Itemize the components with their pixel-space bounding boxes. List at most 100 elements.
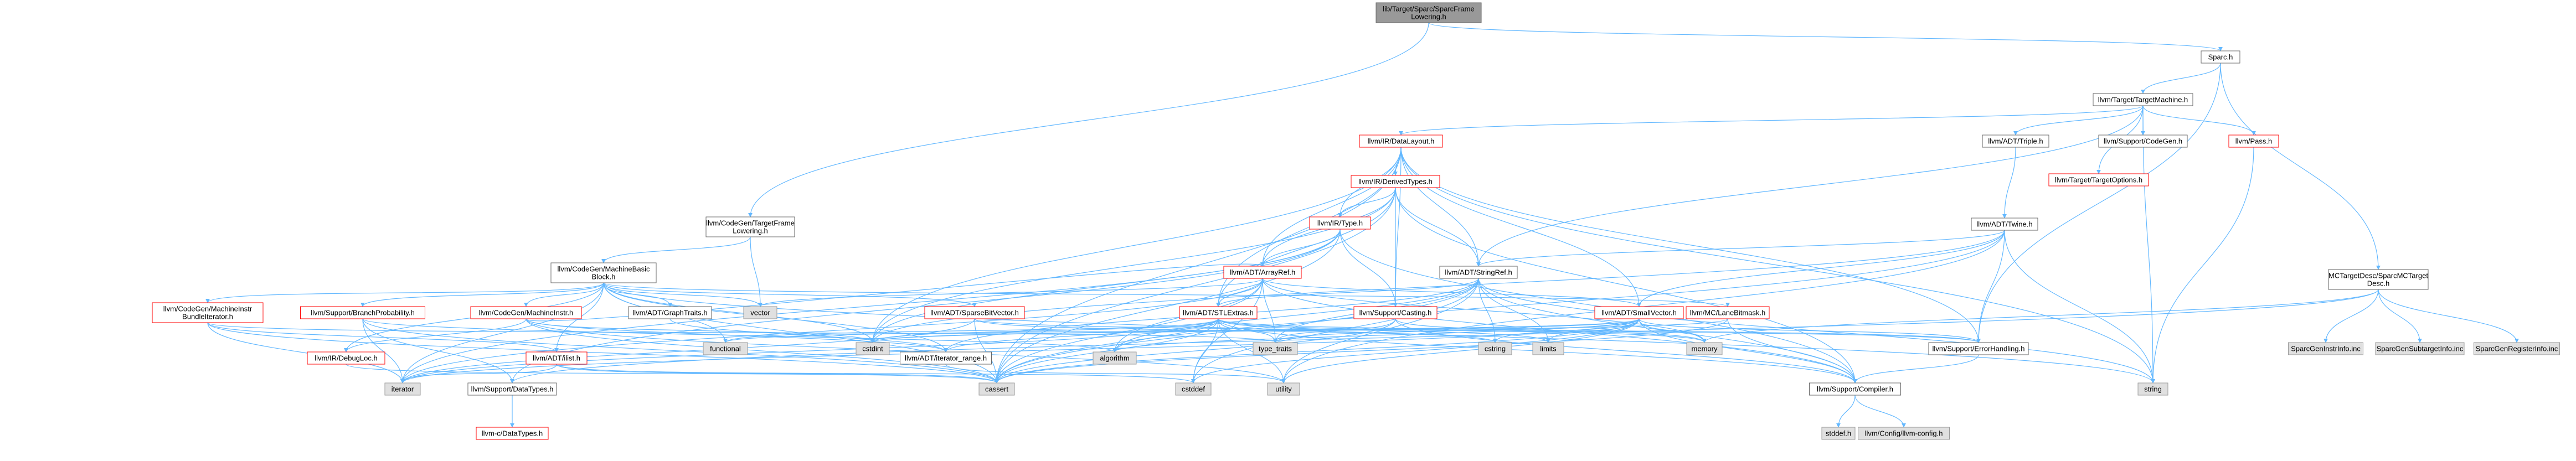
node-lane-bitmask[interactable]: llvm/MC/LaneBitmask.h [1686, 306, 1770, 319]
edge-small_vector-to-limits [1546, 318, 1640, 343]
node-label: Desc.h [2367, 279, 2389, 288]
edge-sparc_h-to-error_handling [1976, 63, 2221, 343]
edge-data_layout-to-cassert [995, 147, 1402, 384]
edge-small_vector-to-memory [1639, 318, 1707, 343]
edge-debug_loc-to-cassert [346, 364, 999, 384]
node-sparc-genreg[interactable]: SparcGenRegisterInfo.inc [2474, 342, 2560, 355]
node-triple[interactable]: llvm/ADT/Triple.h [1982, 134, 2049, 148]
node-pass[interactable]: llvm/Pass.h [2228, 134, 2279, 148]
node-label: llvm/ADT/Twine.h [1976, 220, 2032, 229]
node-sparc-gensub[interactable]: SparcGenSubtargetInfo.inc [2375, 342, 2465, 355]
node-target-options[interactable]: llvm/Target/TargetOptions.h [2048, 173, 2149, 187]
node-label: memory [1692, 345, 1718, 353]
node-machine-instr[interactable]: llvm/CodeGen/MachineInstr.h [470, 306, 582, 319]
node-label: llvm/Pass.h [2235, 137, 2272, 146]
edge-twine-to-cassert [995, 230, 2005, 384]
edge-mbb-to-mibundle [205, 282, 604, 303]
node-data-layout[interactable]: llvm/IR/DataLayout.h [1359, 134, 1443, 148]
node-label: llvm/ADT/iterator_range.h [905, 354, 987, 362]
node-box [384, 382, 421, 396]
node-c-data-types[interactable]: llvm-c/DataTypes.h [476, 427, 549, 440]
edge-data_layout-to-string_ref [1400, 147, 1481, 267]
node-branch-prob[interactable]: llvm/Support/BranchProbability.h [300, 306, 425, 319]
node-functional[interactable]: functional [703, 342, 748, 355]
node-compiler[interactable]: llvm/Support/Compiler.h [1809, 382, 1901, 396]
node-stddef[interactable]: stddef.h [1821, 427, 1856, 440]
node-box [1594, 306, 1684, 319]
node-box [550, 262, 657, 283]
node-string-ref[interactable]: llvm/ADT/StringRef.h [1439, 266, 1518, 279]
edge-small_vector-to-cstddef [1191, 318, 1640, 384]
node-box [2201, 50, 2240, 64]
node-type-traits[interactable]: type_traits [1253, 342, 1298, 355]
node-array-ref[interactable]: llvm/ADT/ArrayRef.h [1223, 266, 1302, 279]
node-utility[interactable]: utility [1267, 382, 1300, 396]
edge-mbb-to-cstdint [603, 282, 875, 343]
edge-twine-to-string [2004, 230, 2155, 384]
node-vector[interactable]: vector [743, 306, 777, 319]
node-label: llvm/ADT/ArrayRef.h [1230, 268, 1295, 277]
node-data-types[interactable]: llvm/Support/DataTypes.h [467, 382, 557, 396]
node-ilist[interactable]: llvm/ADT/ilist.h [525, 351, 588, 365]
node-box [743, 306, 777, 319]
edge-sparc_h-to-mc_target_desc [2220, 63, 2381, 270]
node-sparc-h[interactable]: Sparc.h [2201, 50, 2240, 64]
edge-pass-to-string [2151, 147, 2254, 384]
node-label: llvm/ADT/SmallVector.h [1601, 309, 1677, 317]
node-memory[interactable]: memory [1686, 342, 1723, 355]
edge-array_ref-to-type_traits [1262, 278, 1277, 343]
node-label: Sparc.h [2208, 53, 2233, 61]
node-graph-traits[interactable]: llvm/ADT/GraphTraits.h [628, 306, 712, 319]
node-label: MCTargetDesc/SparcMCTarget [2328, 272, 2428, 280]
node-algorithm[interactable]: algorithm [1093, 351, 1137, 365]
node-label: SparcGenInstrInfo.inc [2291, 345, 2361, 353]
node-cstddef[interactable]: cstddef [1175, 382, 1212, 396]
node-label: Lowering.h [733, 227, 768, 235]
node-llvm-config[interactable]: llvm/Config/llvm-config.h [1858, 427, 1950, 440]
node-cassert[interactable]: cassert [978, 382, 1015, 396]
node-box [1686, 342, 1723, 355]
node-box [1439, 266, 1518, 279]
node-limits[interactable]: limits [1532, 342, 1564, 355]
node-iterator[interactable]: iterator [384, 382, 421, 396]
node-error-handling[interactable]: llvm/Support/ErrorHandling.h [1928, 342, 2029, 355]
node-iterator-range[interactable]: llvm/ADT/iterator_range.h [900, 351, 992, 365]
edge-machine_instr-to-cstdint [525, 318, 875, 343]
node-box [1223, 266, 1302, 279]
edge-data_layout-to-string [1400, 147, 2155, 384]
node-ir-type[interactable]: llvm/IR/Type.h [1309, 216, 1371, 230]
node-string[interactable]: string [2137, 382, 2168, 396]
edge-array_ref-to-stl_extras [1216, 278, 1263, 307]
edge-mibundle-to-type_traits [207, 322, 1277, 343]
node-box [1359, 134, 1443, 148]
edge-stl_extras-to-cstdint [870, 318, 1219, 343]
node-small-vector[interactable]: llvm/ADT/SmallVector.h [1594, 306, 1684, 319]
node-target-machine[interactable]: llvm/Target/TargetMachine.h [2093, 93, 2193, 106]
node-derived-types[interactable]: llvm/IR/DerivedTypes.h [1351, 175, 1440, 188]
node-codegen[interactable]: llvm/Support/CodeGen.h [2098, 134, 2188, 148]
node-label: functional [710, 345, 741, 353]
edge-ilist-to-iterator [400, 364, 557, 384]
node-cstdint[interactable]: cstdint [856, 342, 890, 355]
node-box [2048, 173, 2149, 187]
edge-array_ref-to-vector [758, 278, 1263, 307]
node-sparc-genins[interactable]: SparcGenInstrInfo.inc [2288, 342, 2363, 355]
node-sparse-bv[interactable]: llvm/ADT/SparseBitVector.h [924, 306, 1025, 319]
node-box [1982, 134, 2049, 148]
edge-lane_bitmask-to-cstdint [870, 318, 1728, 343]
node-debug-loc[interactable]: llvm/IR/DebugLoc.h [307, 351, 385, 365]
edge-mc_target_desc-to-memory [1702, 289, 2379, 343]
node-casting[interactable]: llvm/Support/Casting.h [1353, 306, 1438, 319]
node-cstring[interactable]: cstring [1478, 342, 1512, 355]
node-stl-extras[interactable]: llvm/ADT/STLExtras.h [1179, 306, 1258, 319]
edge-array_ref-to-small_vector [1262, 278, 1641, 307]
node-twine[interactable]: llvm/ADT/Twine.h [1971, 217, 2038, 231]
edge-branch_prob-to-data_types [362, 318, 514, 384]
node-mibundle[interactable]: llvm/CodeGen/MachineInstrBundleIterator.… [152, 302, 264, 323]
edge-mibundle-to-cassert [207, 322, 999, 384]
node-box [1478, 342, 1512, 355]
